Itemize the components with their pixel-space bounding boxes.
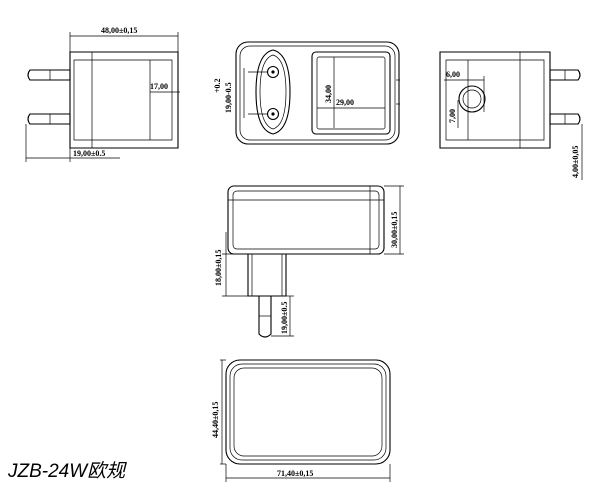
dim-plug-tol: +0.2 bbox=[213, 78, 222, 93]
dim-pin-4: 4,00±0,05 bbox=[571, 146, 580, 178]
side-view-right: 6,00 7,00 4,00±0,05 bbox=[439, 51, 583, 180]
dim-body-height: 30,00±0,15 bbox=[390, 212, 399, 248]
dim-face-width: 29,00 bbox=[336, 98, 354, 107]
dim-bottom-pin: 19,00±0.5 bbox=[280, 302, 289, 334]
dim-side-height: 17,00 bbox=[150, 82, 168, 91]
side-view-left: 48,00±0,15 17,00 19,00±0.5 bbox=[25, 26, 180, 162]
dim-plug-spacing: 19,00-0.5 bbox=[224, 82, 233, 113]
dim-bottom-width: 71,40±0,15 bbox=[277, 469, 313, 478]
dim-bottom-height: 44,40±0,15 bbox=[211, 402, 220, 438]
dim-pin-diameter: 6,00 bbox=[446, 70, 460, 79]
dim-face-height: 34,00 bbox=[324, 85, 333, 103]
dim-base-height: 18,00±0,15 bbox=[214, 250, 223, 286]
bottom-view: 44,40±0,15 71,40±0,15 bbox=[211, 359, 391, 482]
dim-pin-offset: 7,00 bbox=[448, 109, 457, 123]
dim-side-width: 48,00±0,15 bbox=[101, 26, 137, 35]
dim-side-pin-length: 19,00±0.5 bbox=[73, 149, 105, 158]
front-view: +0.2 19,00-0.5 34,00 29,00 bbox=[213, 41, 400, 145]
model-title: JZB-24W欧规 bbox=[8, 461, 126, 482]
side-view-middle: 30,00±0,15 18,00±0,15 19,00±0.5 bbox=[214, 185, 404, 338]
